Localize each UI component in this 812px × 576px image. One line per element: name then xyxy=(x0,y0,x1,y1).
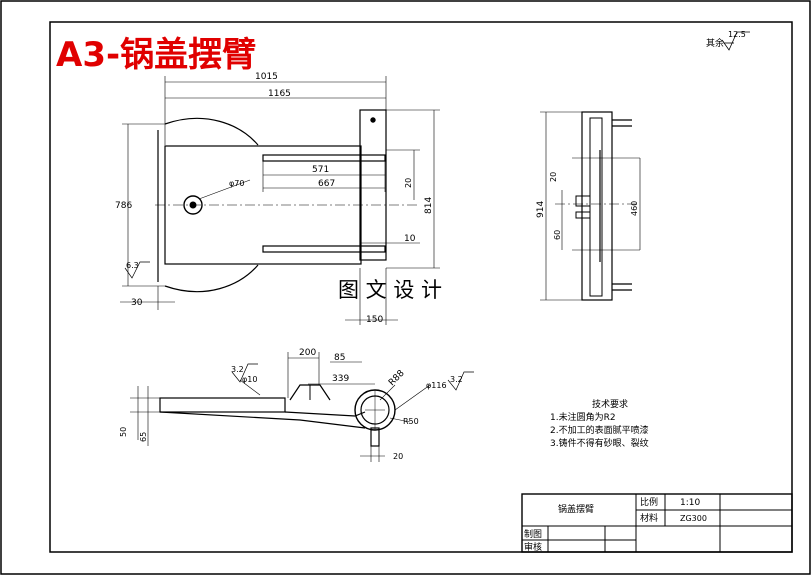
requirements-heading: 技术要求 xyxy=(592,398,628,410)
dim-65: 65 xyxy=(139,432,148,442)
dim-667: 667 xyxy=(318,179,335,189)
front-view xyxy=(130,352,474,462)
roughness-right: 3.2 xyxy=(450,375,463,384)
dim-914: 914 xyxy=(536,201,546,218)
material-value: ZG300 xyxy=(680,514,707,523)
side-view xyxy=(540,111,641,301)
dim-phi70: φ70 xyxy=(229,179,244,188)
roughness-value: 12.5 xyxy=(728,30,746,39)
dim-339: 339 xyxy=(332,374,349,384)
requirement-1: 1.未注圆角为R2 xyxy=(550,411,616,423)
dim-phi10: φ10 xyxy=(242,375,257,384)
dim-side-60: 60 xyxy=(553,230,562,240)
scale-label: 比例 xyxy=(640,496,658,508)
dim-1165: 1165 xyxy=(268,89,291,99)
requirement-2: 2.不加工的表面腻平喷漆 xyxy=(550,424,649,436)
dim-814: 814 xyxy=(424,197,434,214)
drawing-title: A3-锅盖摆臂 xyxy=(56,35,256,75)
material-label: 材料 xyxy=(640,512,658,524)
requirement-3: 3.铸件不得有砂眼、裂纹 xyxy=(550,437,649,449)
dim-50: 50 xyxy=(119,427,128,437)
roughness-6-3: 6.3 xyxy=(126,261,139,270)
drawn-label: 制图 xyxy=(524,528,542,540)
dim-150: 150 xyxy=(366,315,383,325)
dim-1015: 1015 xyxy=(255,72,278,82)
roughness-left: 3.2 xyxy=(231,365,244,374)
checked-label: 审核 xyxy=(524,541,542,553)
scale-value: 1:10 xyxy=(680,498,700,508)
dim-front-20: 20 xyxy=(393,452,403,461)
dim-r88: R88 xyxy=(387,368,407,388)
top-view xyxy=(120,76,440,325)
dim-side-20: 20 xyxy=(549,172,558,182)
part-name: 锅盖摆臂 xyxy=(558,503,594,515)
dim-r50: R50 xyxy=(403,417,419,426)
inner-frame xyxy=(49,21,793,553)
dim-85: 85 xyxy=(334,353,345,363)
roughness-symbol xyxy=(721,31,750,51)
dim-phi116: φ116 xyxy=(426,381,447,390)
dim-460: 460 xyxy=(630,201,639,216)
dim-786: 786 xyxy=(115,201,132,211)
dim-200: 200 xyxy=(299,348,316,358)
dim-571: 571 xyxy=(312,165,329,175)
title-block xyxy=(521,493,793,553)
dim-small-20: 20 xyxy=(404,178,413,188)
dim-30: 30 xyxy=(131,298,143,308)
dim-10: 10 xyxy=(404,234,416,244)
roughness-note: 其余 xyxy=(706,37,724,49)
watermark-text: 图 文 设 计 xyxy=(338,278,442,302)
